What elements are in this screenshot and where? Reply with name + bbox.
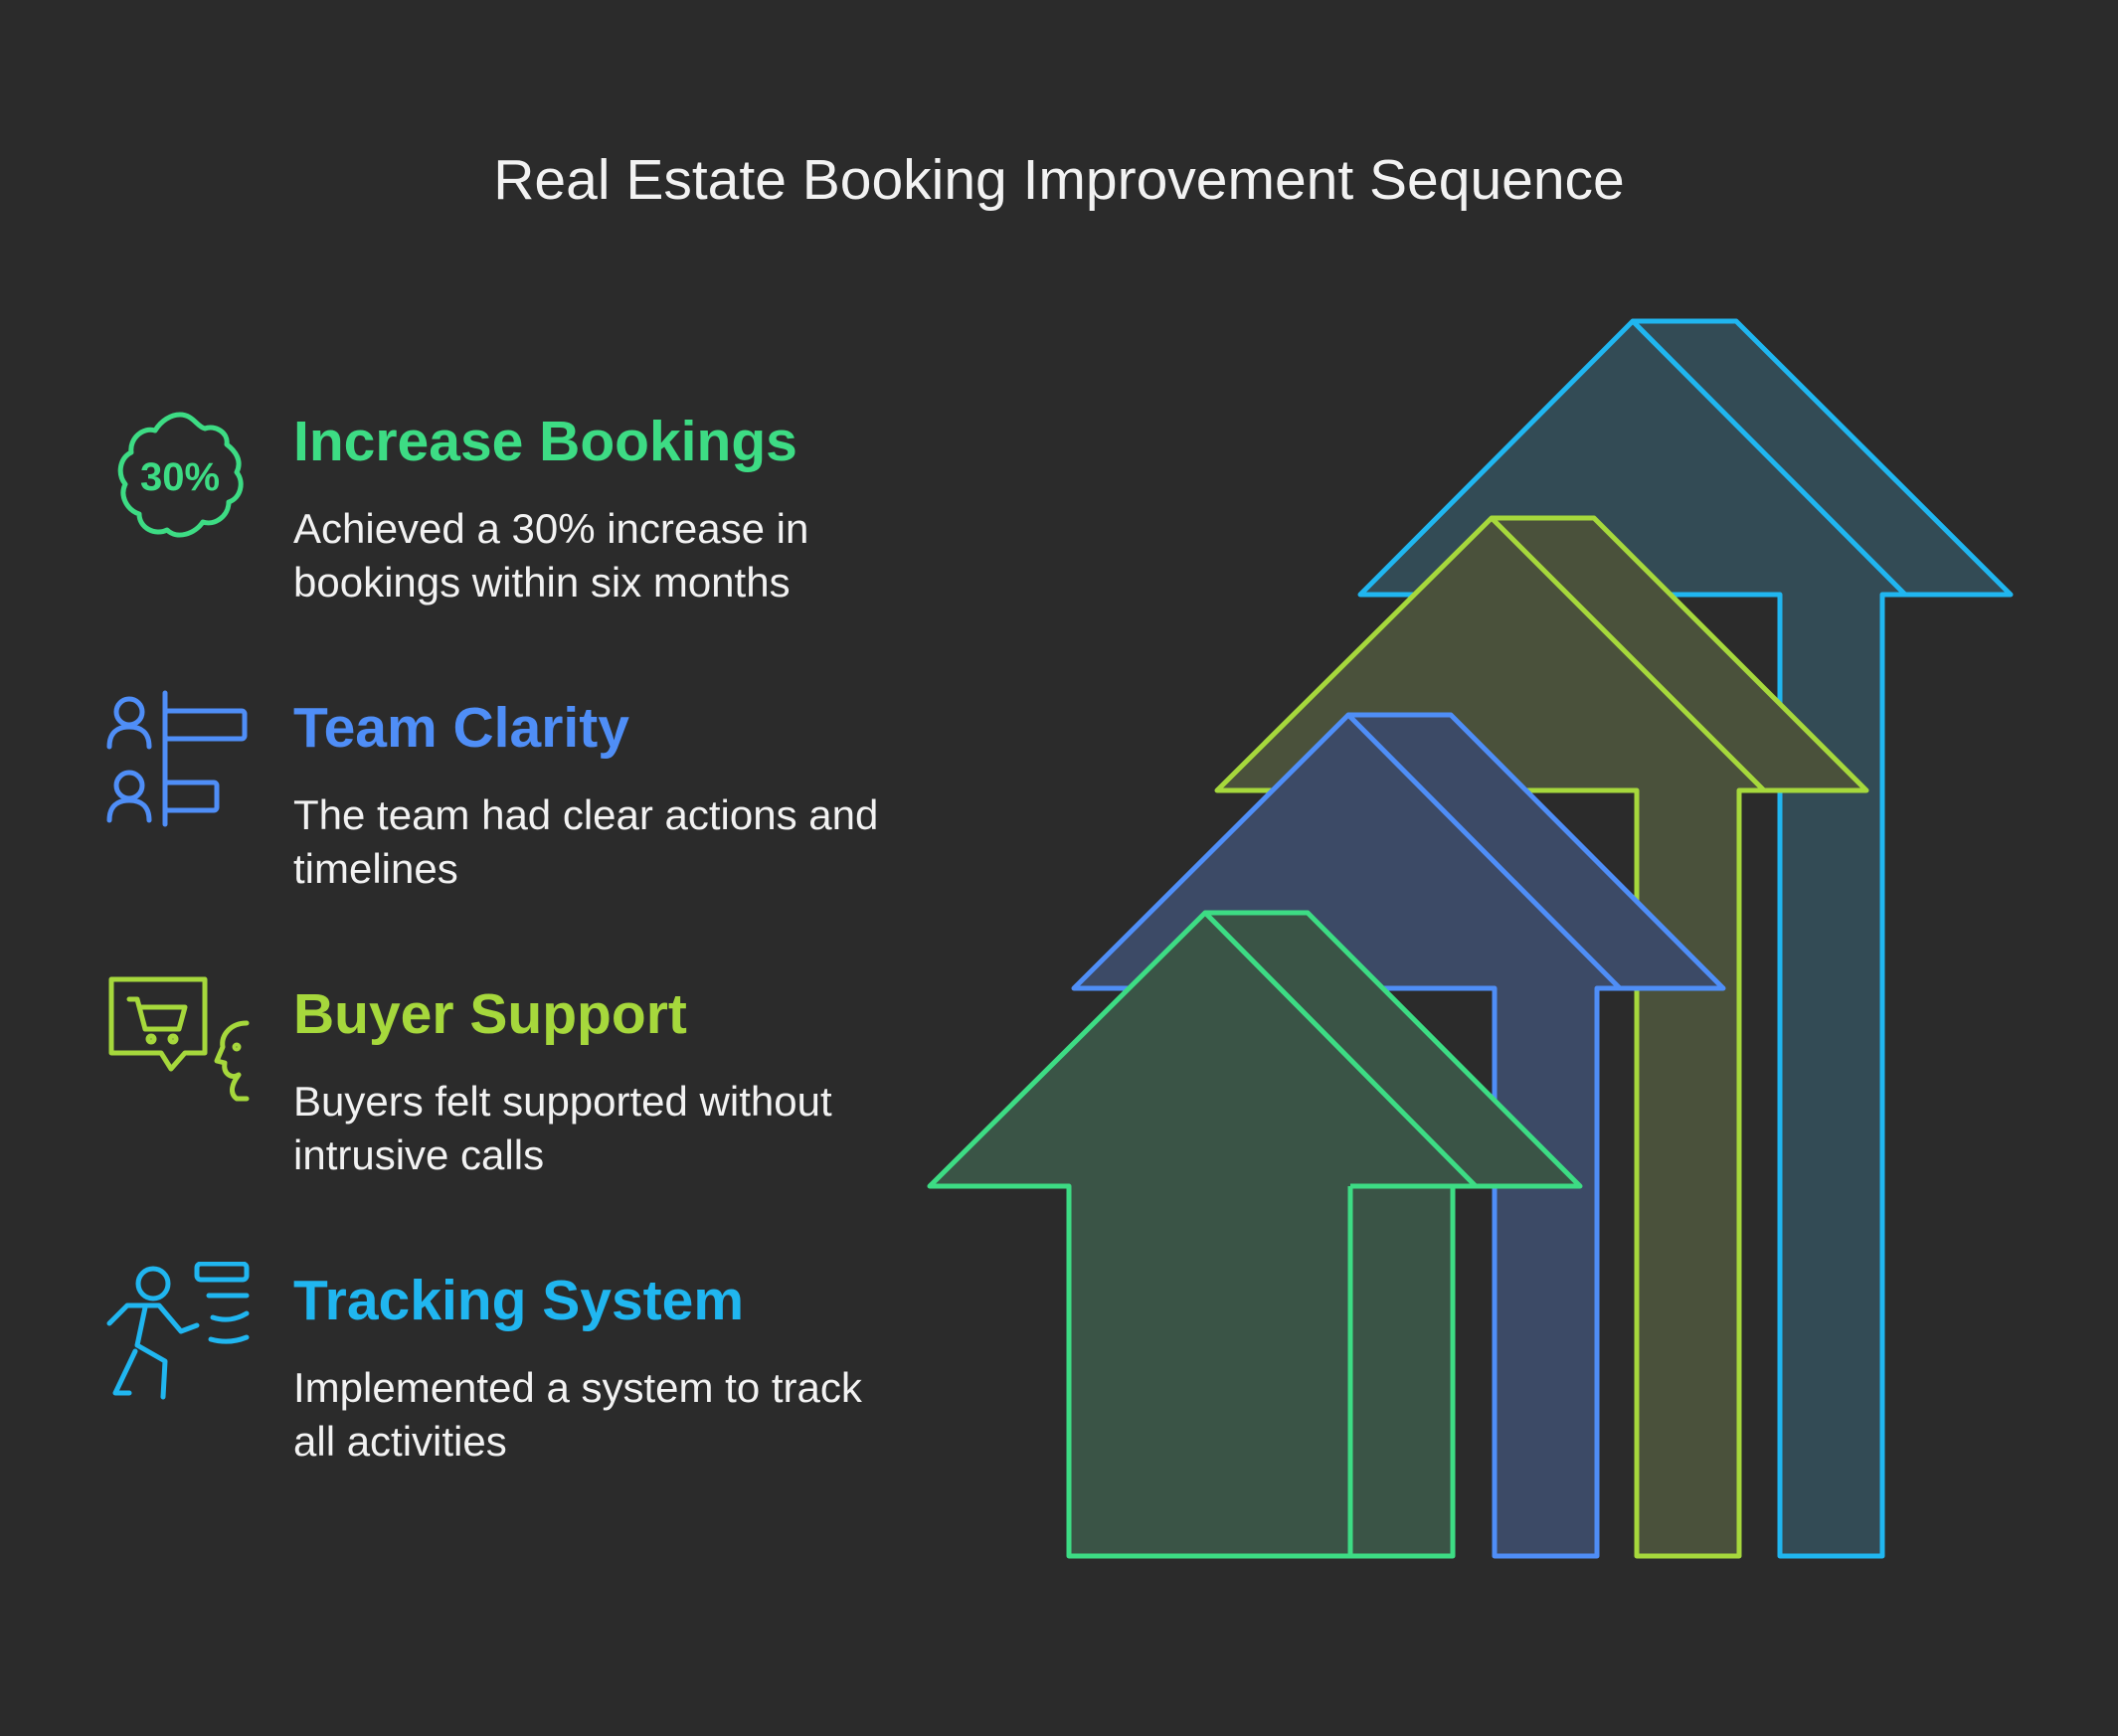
badge-text: 30% (140, 455, 220, 499)
running-tracker-icon (105, 1261, 255, 1411)
step-tracking-system: Tracking System Implemented a system to … (0, 1261, 895, 1520)
description-increase-bookings: Achieved a 30% increase in bookings with… (293, 505, 809, 606)
description-team-clarity: The team had clear actions and timelines (293, 791, 879, 892)
arrow-increase-bookings (927, 910, 1583, 1559)
step-buyer-support: Buyer Support Buyers felt supported with… (0, 975, 895, 1234)
shopping-chat-icon (105, 975, 255, 1125)
step-increase-bookings: 30% Increase Bookings Achieved a 30% inc… (0, 403, 895, 661)
heading-increase-bookings: Increase Bookings (293, 410, 797, 473)
description-buyer-support: Buyers felt supported without intrusive … (293, 1078, 832, 1178)
description-tracking-system: Implemented a system to track all activi… (293, 1364, 862, 1465)
page-title: Real Estate Booking Improvement Sequence (493, 148, 1625, 212)
step-team-clarity: Team Clarity The team had clear actions … (0, 689, 895, 948)
heading-team-clarity: Team Clarity (293, 696, 629, 760)
heading-tracking-system: Tracking System (293, 1269, 745, 1332)
heading-buyer-support: Buyer Support (293, 982, 687, 1046)
badge-30-percent-icon: 30% (105, 403, 255, 552)
team-timeline-icon (105, 689, 255, 838)
